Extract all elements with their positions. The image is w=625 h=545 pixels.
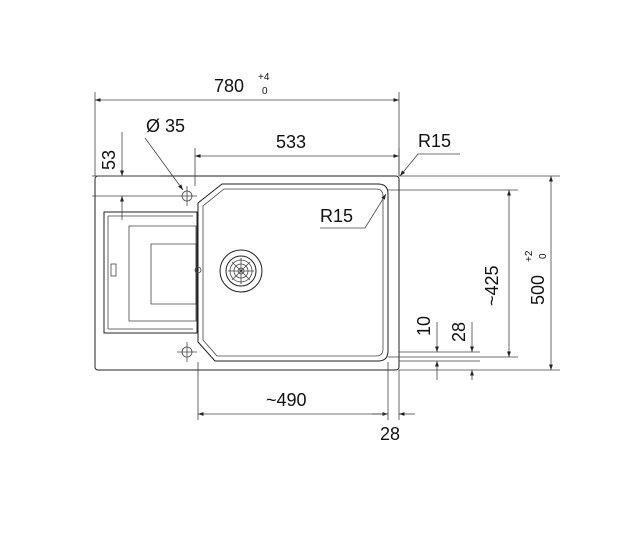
dim-bowl-depth: [388, 189, 518, 358]
label-bowl-radius: R15: [320, 206, 353, 226]
dim-overall-depth: [399, 175, 560, 371]
label-overall-width-tol-upper: +4: [258, 72, 270, 83]
label-overall-width-tol-lower: 0: [262, 86, 268, 97]
bowl-inner: [202, 188, 384, 357]
dim-bowl-width: [197, 362, 415, 420]
label-tap-offset: 53: [99, 150, 119, 170]
label-overall-depth: 500: [528, 275, 548, 305]
dim-bowl-top-width: [194, 148, 400, 186]
bowl-outline: [197, 183, 389, 362]
label-overall-depth-tol-upper: +2: [524, 250, 535, 262]
label-edge-10: 10: [414, 316, 434, 336]
drainer-inner: [107, 215, 193, 330]
leader-tap-diameter: [144, 137, 184, 191]
label-bowl-depth: ~425: [482, 265, 502, 306]
label-overall-width: 780: [214, 76, 244, 96]
label-edge-right: 28: [380, 424, 400, 444]
leader-bowl-radius: [320, 193, 387, 229]
sink-outline: [94, 175, 400, 371]
leader-outer-radius: [399, 153, 460, 177]
label-overall-depth-tol-lower: 0: [538, 253, 549, 259]
label-bowl-top-width: 533: [276, 132, 306, 152]
label-edge-28-vertical: 28: [449, 322, 469, 342]
label-bowl-width: ~490: [266, 390, 307, 410]
label-tap-diameter: Ø 35: [146, 116, 185, 136]
drainer-outline: [103, 211, 198, 334]
waste-outlet: [219, 249, 263, 293]
overflow-slot: [110, 263, 117, 277]
dim-overall-width: [94, 92, 400, 176]
drainer-groove: [150, 243, 197, 305]
tap-hole-top-icon: [177, 186, 197, 206]
dim-bottom-edges: [399, 322, 480, 380]
tap-hole-bottom-icon: [177, 342, 197, 362]
overflow-hole: [194, 266, 202, 274]
label-outer-radius: R15: [418, 131, 451, 151]
drainer-recess: [128, 225, 197, 322]
dim-tap-offset: [92, 132, 177, 220]
